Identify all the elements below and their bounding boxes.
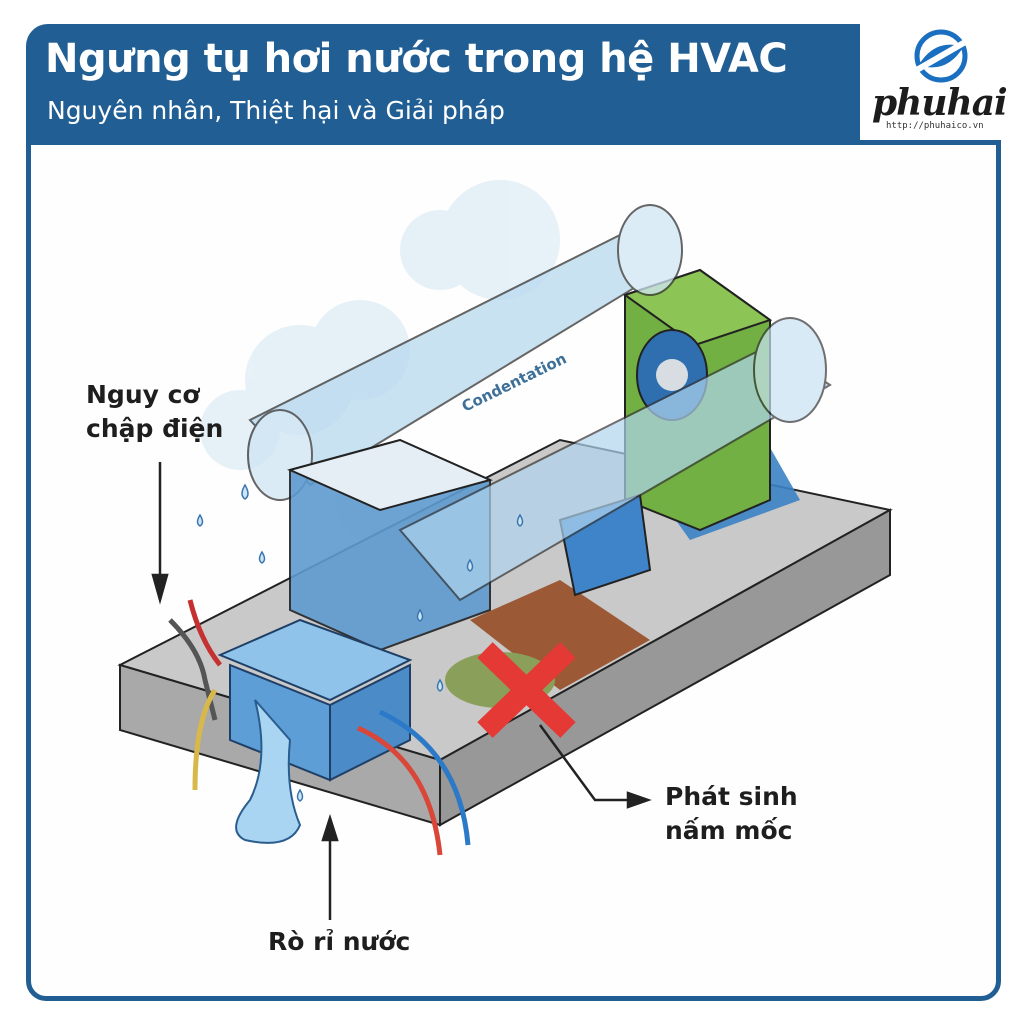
logo-wordmark: phuhai (872, 82, 1008, 124)
mold-patch (470, 580, 650, 690)
callout-mold: Phát sinh nấm mốc (665, 780, 798, 848)
callout-arrows (151, 462, 652, 920)
wire-red-left (187, 599, 222, 667)
wire-blue (378, 709, 471, 846)
phuhai-swirl-icon (913, 29, 969, 83)
callout-mold-line1: Phát sinh (665, 782, 798, 811)
lower-duct (398, 317, 832, 602)
callout-mold-line2: nấm mốc (665, 815, 793, 845)
wire-gray (168, 618, 218, 721)
wire-red (356, 725, 443, 856)
page-title: Ngưng tụ hơi nước trong hệ HVAC (45, 36, 788, 82)
water-leak (235, 699, 302, 844)
water-droplets (196, 483, 524, 802)
callout-electric: Nguy cơ chập điện (86, 378, 223, 446)
red-x-mark (477, 642, 576, 738)
drain-pan (217, 618, 413, 782)
page-subtitle: Nguyên nhân, Thiệt hại và Giải pháp (47, 96, 505, 125)
callout-leak: Rò rỉ nước (268, 927, 411, 956)
upper-duct (247, 204, 683, 501)
callout-electric-line2: chập điện (86, 413, 224, 443)
hvac-illustration: Condentation (117, 180, 893, 920)
cooling-coil (287, 438, 493, 652)
brand-logo[interactable] (866, 26, 1016, 138)
logo-url[interactable]: http://phuhaico.vn (886, 121, 984, 131)
callout-electric-line1: Nguy cơ (86, 380, 200, 409)
arrow-mold (538, 724, 630, 802)
header-bar (26, 24, 860, 146)
wire-yellow (192, 688, 218, 791)
